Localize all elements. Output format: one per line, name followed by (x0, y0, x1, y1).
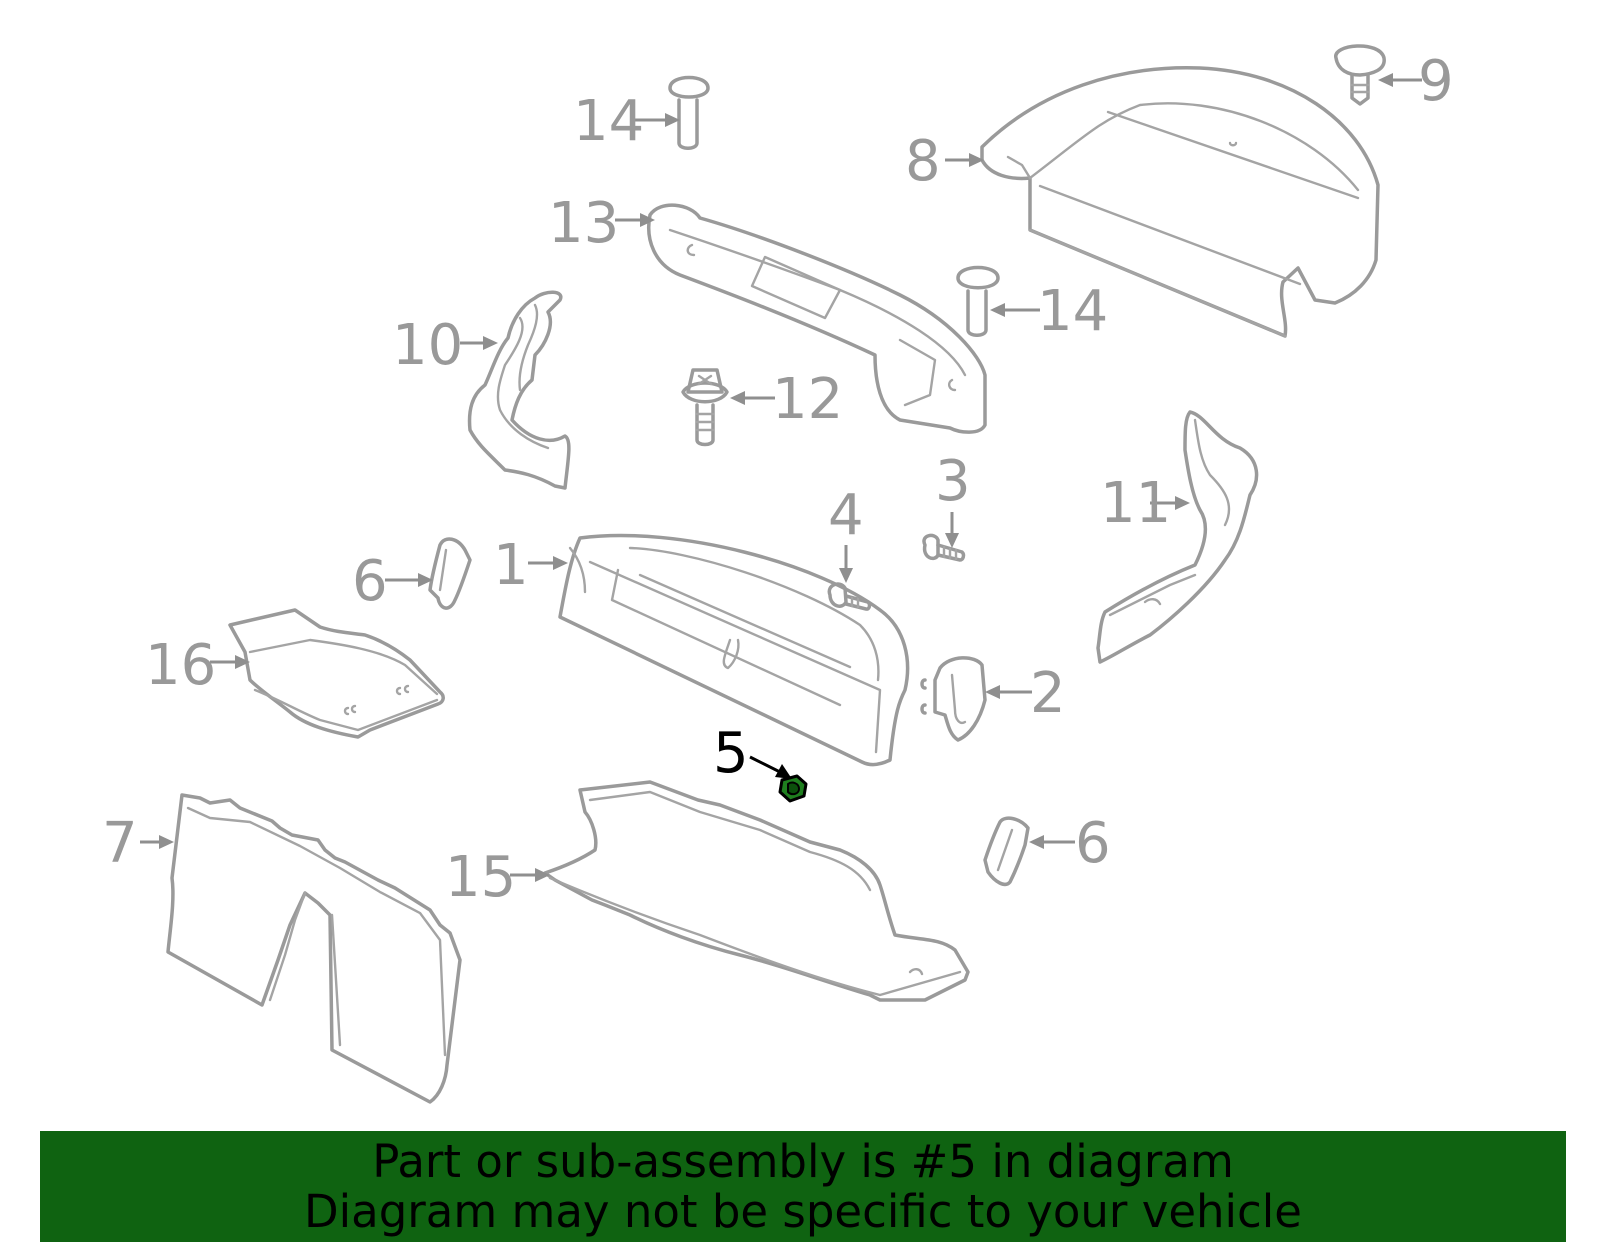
part-2-bracket (920, 656, 987, 742)
leader-lines (140, 73, 1422, 882)
callout-15: 15 (445, 845, 516, 910)
callout-labels: 1 2 3 4 5 6 6 7 8 9 10 11 12 13 14 14 15… (102, 49, 1454, 910)
callout-12: 12 (772, 367, 843, 432)
callout-11: 11 (1100, 471, 1171, 536)
callout-5-highlighted: 5 (713, 721, 749, 786)
banner-line-part-number: Part or sub-assembly is #5 in diagram (372, 1134, 1234, 1188)
part-1-package-tray (558, 533, 910, 767)
part-14-screw-right (956, 265, 1000, 337)
callout-3: 3 (935, 449, 971, 514)
callout-6-left: 6 (352, 549, 388, 614)
callout-14-top: 14 (573, 89, 644, 154)
part-10-left-trim (467, 290, 571, 490)
part-14-screw-top (668, 75, 710, 150)
callout-7: 7 (102, 811, 138, 876)
callout-6-right: 6 (1075, 811, 1111, 876)
part-9-push-clip (1334, 44, 1386, 106)
callout-1: 1 (493, 533, 529, 598)
callout-4: 4 (828, 483, 864, 548)
banner-line-disclaimer: Diagram may not be specific to your vehi… (304, 1184, 1302, 1238)
part-13-bracket (647, 203, 987, 434)
part-6-clip-left (428, 537, 472, 610)
part-4-screw (827, 582, 872, 611)
callout-16: 16 (145, 633, 216, 698)
callout-2: 2 (1030, 661, 1066, 726)
part-11-right-trim (1096, 410, 1259, 664)
part-8-package-tray-trim (980, 66, 1380, 338)
part-6-clip-right (983, 816, 1030, 887)
part-15-floor-trim (543, 780, 970, 1002)
part-16-floor-panel (228, 608, 445, 739)
part-5-nut-highlighted (778, 774, 808, 803)
part-7-side-panel (166, 793, 462, 1104)
parts-diagram: 1 2 3 4 5 6 6 7 8 9 10 11 12 13 14 14 15… (102, 44, 1454, 1104)
callout-14-right: 14 (1037, 279, 1108, 344)
callout-8: 8 (905, 129, 941, 194)
callout-10: 10 (392, 313, 463, 378)
part-3-screw (922, 533, 966, 562)
part-12-bolt (681, 368, 729, 447)
callout-9: 9 (1418, 49, 1454, 114)
info-banner: Part or sub-assembly is #5 in diagram Di… (40, 1131, 1566, 1242)
callout-13: 13 (548, 191, 619, 256)
